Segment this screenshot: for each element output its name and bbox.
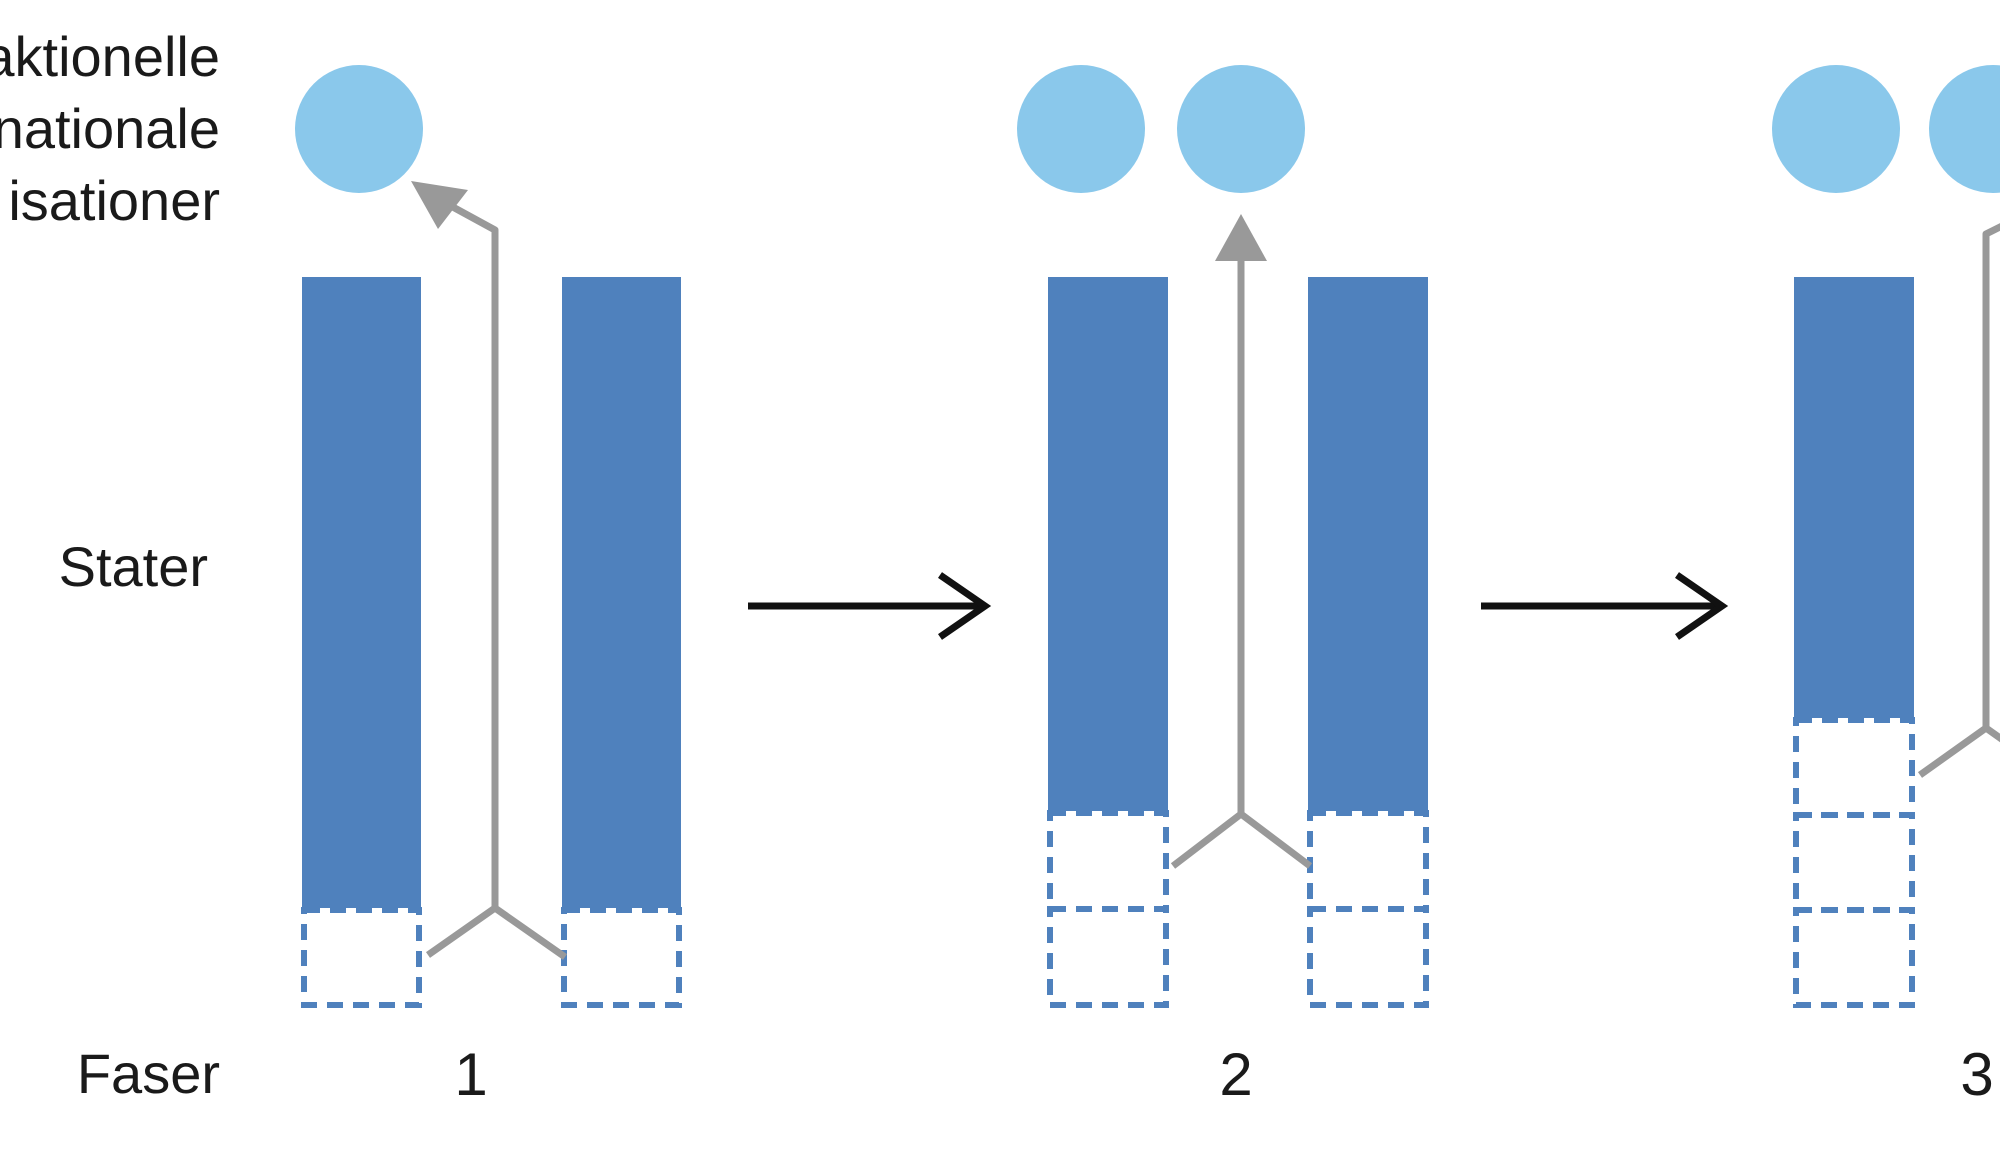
phases-label: Faser bbox=[77, 1042, 220, 1105]
organisations-label-line-2: nationale bbox=[0, 97, 220, 160]
organisations-label-line-3: isationer bbox=[8, 169, 220, 232]
state-bar-right bbox=[1308, 277, 1428, 811]
phase-3: 3 bbox=[1772, 65, 2000, 1108]
phase-number: 3 bbox=[1960, 1041, 1993, 1108]
organisation-circle bbox=[1017, 65, 1145, 193]
transferred-unit bbox=[301, 907, 422, 1008]
phase-2: 2 bbox=[1017, 65, 1429, 1108]
transferred-unit bbox=[561, 907, 682, 1008]
phase-number: 2 bbox=[1219, 1041, 1252, 1108]
flow-arrow bbox=[1917, 724, 2000, 778]
states-label: Stater bbox=[59, 535, 208, 598]
transferred-unit bbox=[1047, 810, 1169, 912]
flow-arrowhead bbox=[1215, 214, 1267, 261]
state-bar-left bbox=[302, 277, 421, 908]
state-bar-left bbox=[1048, 277, 1168, 811]
transferred-unit bbox=[1793, 717, 1915, 818]
transferred-unit bbox=[1793, 812, 1915, 913]
organisation-circle bbox=[1772, 65, 1900, 193]
organisations-label-line-1: aktionelle bbox=[0, 25, 220, 88]
phase-1: 1 bbox=[295, 65, 682, 1108]
phase-transition-arrow bbox=[748, 572, 992, 640]
flow-arrow bbox=[425, 904, 568, 960]
organisation-circle bbox=[1929, 65, 2000, 193]
state-bar-left bbox=[1794, 277, 1914, 718]
transferred-unit bbox=[1307, 810, 1429, 912]
organisation-circle bbox=[295, 65, 423, 193]
row-labels: aktionelle nationale isationer Stater Fa… bbox=[0, 25, 220, 1105]
flow-arrow bbox=[1982, 223, 2000, 728]
transferred-unit bbox=[1307, 906, 1429, 1008]
flow-arrow bbox=[438, 196, 499, 908]
flow-arrowhead bbox=[411, 181, 468, 229]
transferred-unit bbox=[1047, 906, 1169, 1008]
phase-transition-arrow bbox=[1481, 572, 1729, 640]
organisation-circle bbox=[1177, 65, 1305, 193]
flow-arrow bbox=[1170, 810, 1313, 869]
transferred-unit bbox=[1793, 907, 1915, 1008]
state-bar-right bbox=[562, 277, 681, 908]
phase-number: 1 bbox=[454, 1041, 487, 1108]
